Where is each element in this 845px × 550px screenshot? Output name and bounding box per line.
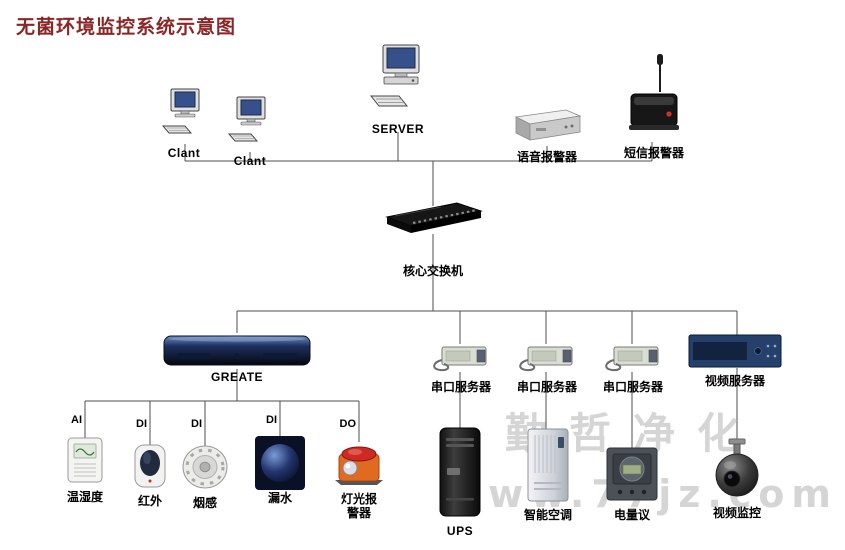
ups-label: UPS <box>446 524 474 538</box>
smoke-label: 烟感 <box>192 496 217 510</box>
server-label: SERVER <box>371 122 425 136</box>
serial-server-icon <box>516 342 578 379</box>
serial-server-icon <box>602 342 664 379</box>
node-sms-alarm: 短信报警器 <box>624 52 684 161</box>
node-infrared-sensor: 红外 <box>131 444 169 509</box>
light-alarm-icon <box>331 440 387 491</box>
client-2-label: Clant <box>233 154 267 168</box>
node-ups: UPS <box>438 426 482 539</box>
port-tag-di-1: DI <box>136 418 147 430</box>
core-switch-label: 核心交换机 <box>402 264 463 278</box>
port-tag-di-3: DI <box>266 414 277 426</box>
page-title: 无菌环境监控系统示意图 <box>16 17 237 38</box>
network-switch-icon <box>381 198 485 243</box>
node-core-switch: 核心交换机 <box>381 198 485 279</box>
serial-server-2-label: 串口服务器 <box>516 380 577 394</box>
temp-humidity-sensor-icon <box>65 436 105 489</box>
infrared-sensor-icon <box>131 444 169 493</box>
voice-alarm-icon <box>512 104 582 149</box>
water-leak-label: 漏水 <box>267 491 292 505</box>
water-leak-sphere <box>261 444 299 482</box>
greate-controller-label: GREATE <box>210 370 264 384</box>
node-serial-server-2: 串口服务器 <box>516 342 578 395</box>
smart-ac-icon <box>527 428 569 507</box>
node-serial-server-1: 串口服务器 <box>430 342 492 395</box>
node-video-server: 视频服务器 <box>688 334 782 389</box>
ups-icon <box>438 426 482 523</box>
node-greate-controller: GREATE <box>163 331 311 385</box>
camera-icon <box>712 438 762 505</box>
client-computer-icon <box>161 88 207 145</box>
voice-alarm-label: 语音报警器 <box>516 150 577 164</box>
port-tag-do: DO <box>339 418 357 430</box>
client-computer-icon <box>227 96 273 153</box>
node-client-1: Clant <box>161 88 207 161</box>
port-tag-ai: AI <box>71 414 82 426</box>
infrared-label: 红外 <box>137 494 162 508</box>
node-smoke-detector: 烟感 <box>181 444 229 511</box>
sms-alarm-label: 短信报警器 <box>624 146 685 160</box>
power-meter-icon <box>606 446 658 507</box>
node-serial-server-3: 串口服务器 <box>602 342 664 395</box>
serial-server-3-label: 串口服务器 <box>602 380 663 394</box>
node-smart-ac: 智能空调 <box>524 428 572 523</box>
smart-ac-label: 智能空调 <box>524 508 573 522</box>
video-server-icon <box>688 334 782 373</box>
node-client-2: Clant <box>227 96 273 169</box>
serial-server-1-label: 串口服务器 <box>430 380 491 394</box>
client-1-label: Clant <box>167 146 201 160</box>
node-light-alarm: 灯光报 警器 <box>331 440 387 521</box>
port-tag-di-2: DI <box>191 418 202 430</box>
smoke-detector-icon <box>181 444 229 495</box>
video-server-label: 视频服务器 <box>704 374 765 388</box>
node-temp-humidity-sensor: 温湿度 <box>65 436 105 505</box>
power-meter-label: 电量议 <box>613 508 650 522</box>
node-video-monitor: 视频监控 <box>712 438 762 521</box>
serial-server-icon <box>430 342 492 379</box>
water-leak-sensor-icon <box>255 436 305 490</box>
temp-humidity-label: 温湿度 <box>66 490 103 504</box>
greate-controller-icon <box>163 331 311 369</box>
server-computer-icon <box>369 44 427 121</box>
node-server: SERVER <box>369 44 427 137</box>
node-water-leak-sensor: 漏水 <box>255 436 305 506</box>
light-alarm-label: 灯光报 警器 <box>340 492 377 520</box>
video-monitor-label: 视频监控 <box>712 506 761 520</box>
node-voice-alarm: 语音报警器 <box>512 104 582 165</box>
sms-alarm-icon <box>626 52 682 145</box>
node-power-meter: 电量议 <box>606 446 658 523</box>
